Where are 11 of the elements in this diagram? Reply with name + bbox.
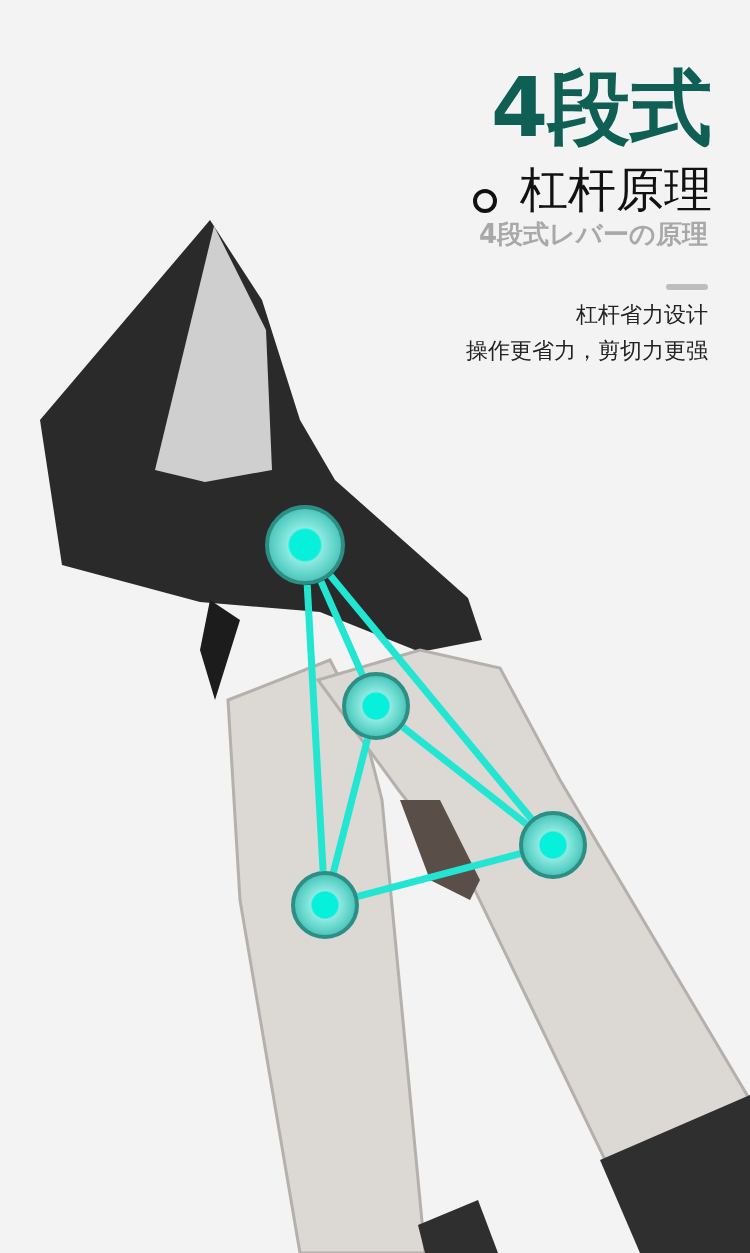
tagline: 杠杆省力设计	[576, 301, 708, 329]
link-line	[357, 850, 521, 900]
link-line	[327, 573, 535, 822]
faded-caption: 4段式レバーの原理	[478, 218, 708, 250]
tagline: 操作更省力，剪切力更强	[466, 337, 708, 365]
subheading: 杠杆原理	[520, 160, 712, 218]
link-line	[330, 738, 371, 873]
link-line	[317, 580, 366, 677]
link-line	[400, 724, 529, 827]
link-line	[303, 584, 327, 872]
heading: 4段式	[490, 62, 712, 154]
